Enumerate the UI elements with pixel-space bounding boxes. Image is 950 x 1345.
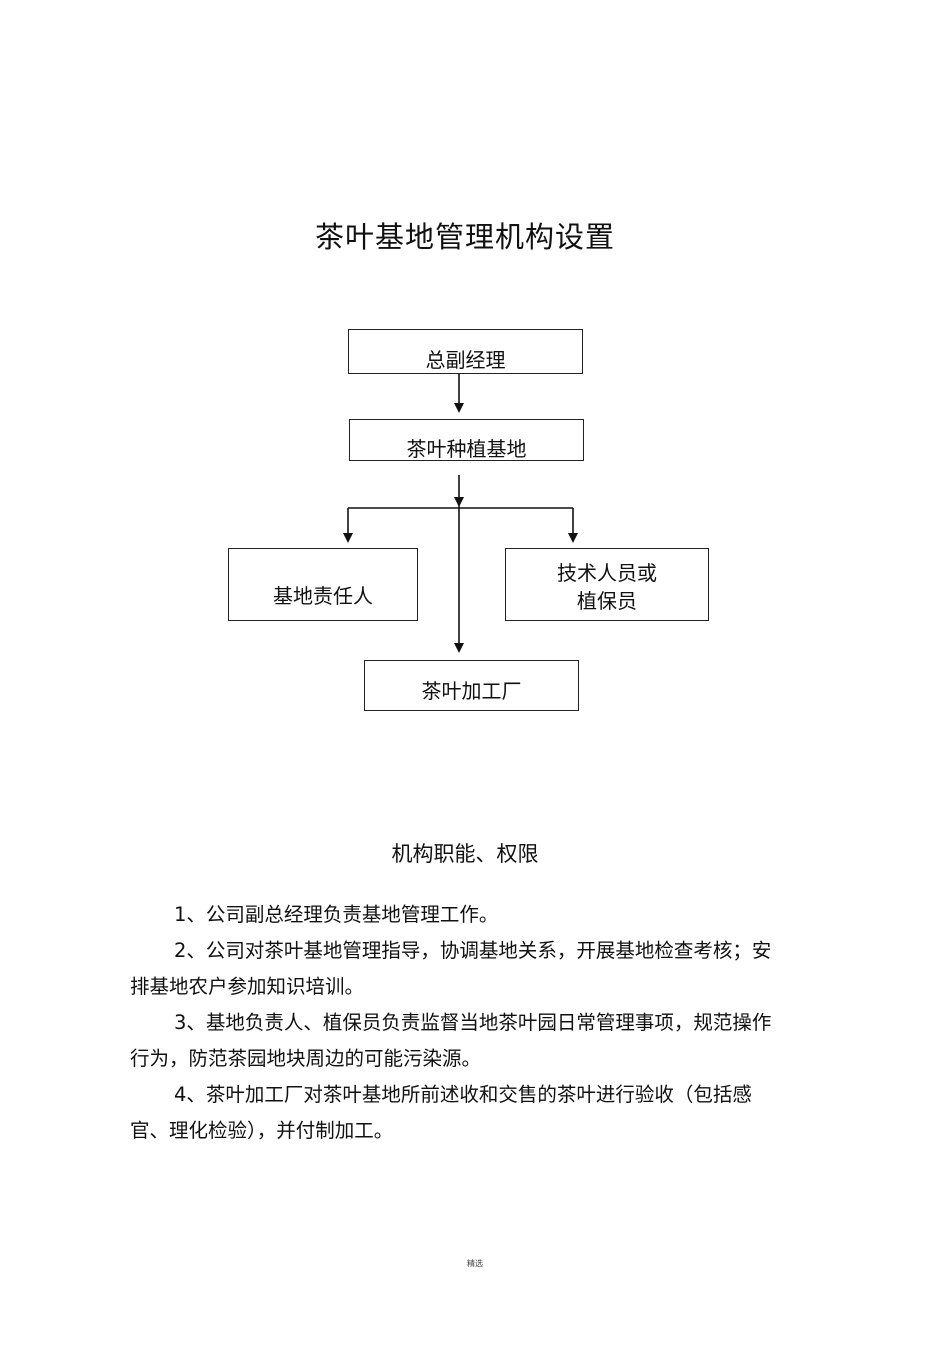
footer-mark: 精选 <box>467 1259 483 1268</box>
responsibility-item-4: 4、茶叶加工厂对茶叶基地所前述收和交售的茶叶进行验收（包括感官、理化检验），并付… <box>130 1083 752 1142</box>
org-box-base-manager: 基地责任人 <box>228 548 418 621</box>
section-title: 机构职能、权限 <box>391 842 539 866</box>
org-box-technician: 技术人员或 植保员 <box>505 548 709 621</box>
responsibility-item-2: 2、公司对茶叶基地管理指导，协调基地关系，开展基地检查考核；安排基地农户参加知识… <box>130 939 772 998</box>
org-box-label-line1: 技术人员或 <box>557 561 657 585</box>
responsibility-item-3: 3、基地负责人、植保员负责监督当地茶叶园日常管理事项，规范操作行为，防范茶园地块… <box>130 1011 772 1070</box>
org-box-label-line2: 植保员 <box>577 589 637 613</box>
org-box-processing-plant: 茶叶加工厂 <box>364 660 579 711</box>
org-chart-connectors <box>343 374 578 653</box>
org-box-deputy-manager: 总副经理 <box>348 329 583 374</box>
document-title: 茶叶基地管理机构设置 <box>314 220 615 254</box>
org-box-label: 总副经理 <box>425 348 506 372</box>
org-box-label: 茶叶加工厂 <box>421 679 522 703</box>
org-box-tea-base: 茶叶种植基地 <box>349 419 584 461</box>
org-box-label: 基地责任人 <box>273 584 373 608</box>
org-box-label: 茶叶种植基地 <box>406 437 527 461</box>
responsibility-item-1: 1、公司副总经理负责基地管理工作。 <box>174 903 499 926</box>
